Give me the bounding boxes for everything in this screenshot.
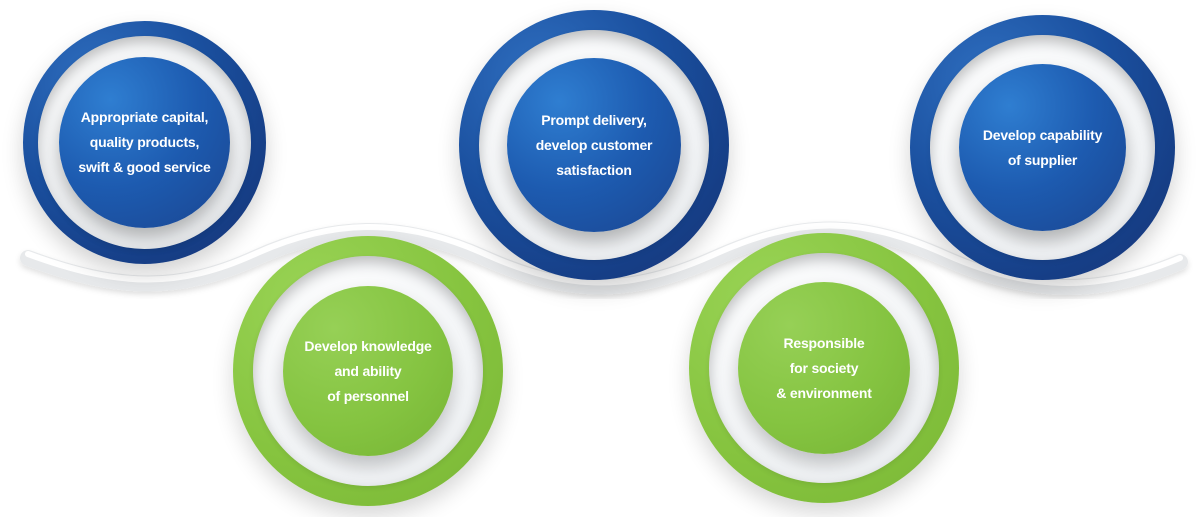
node-supplier-core: Develop capability of supplier [959, 64, 1126, 231]
node-delivery-label: Prompt delivery, develop customer satisf… [535, 111, 653, 178]
node-supplier-label: Develop capability of supplier [982, 126, 1103, 168]
wave-highlight [25, 222, 1183, 286]
node-society-core: Responsible for society & environment [738, 282, 910, 454]
node-personnel: Develop knowledge and ability of personn… [233, 236, 503, 506]
node-capital: Appropriate capital, quality products, s… [23, 21, 266, 264]
node-society-label: Responsible for society & environment [776, 334, 872, 401]
node-capital-core: Appropriate capital, quality products, s… [59, 57, 230, 228]
wave-band [20, 221, 1188, 295]
node-personnel-core: Develop knowledge and ability of personn… [283, 286, 453, 456]
node-personnel-label: Develop knowledge and ability of personn… [304, 337, 432, 404]
node-supplier: Develop capability of supplier [910, 15, 1175, 280]
node-delivery: Prompt delivery, develop customer satisf… [459, 10, 729, 280]
node-capital-label: Appropriate capital, quality products, s… [78, 109, 211, 175]
node-delivery-core: Prompt delivery, develop customer satisf… [507, 58, 681, 232]
node-society: Responsible for society & environment [689, 233, 959, 503]
